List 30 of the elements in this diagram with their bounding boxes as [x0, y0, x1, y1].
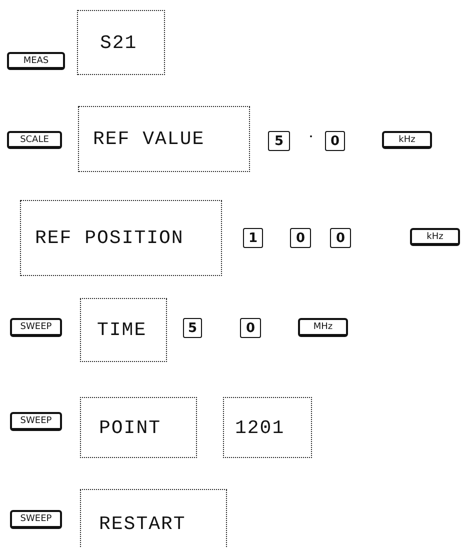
- function-key: kHz: [382, 131, 432, 149]
- softkey-label: 1201: [235, 416, 285, 438]
- dotted-box: [80, 298, 167, 362]
- function-key: kHz: [410, 228, 460, 246]
- dotted-box: [80, 397, 197, 458]
- decimal-point-key: .: [309, 124, 313, 142]
- function-key: SWEEP: [10, 318, 62, 337]
- function-key: MEAS: [7, 52, 65, 70]
- softkey-label: TIME: [97, 319, 147, 341]
- dotted-box: [78, 106, 250, 172]
- softkey-label: RESTART: [99, 513, 186, 535]
- dotted-box: [223, 397, 312, 458]
- dotted-box: [20, 200, 222, 276]
- function-key: SWEEP: [10, 412, 62, 431]
- number-key: 5: [268, 131, 290, 151]
- dotted-box: [80, 489, 227, 548]
- softkey-label: REF POSITION: [35, 227, 184, 249]
- softkey-label: POINT: [99, 416, 162, 438]
- dotted-box: [77, 10, 165, 75]
- number-key: 5: [183, 318, 202, 338]
- function-key: SWEEP: [10, 510, 62, 529]
- number-key: 1: [243, 228, 263, 248]
- function-key: MHz: [298, 318, 348, 337]
- softkey-label: S21: [100, 32, 138, 54]
- number-key: 0: [290, 228, 311, 248]
- number-key: 0: [240, 318, 261, 338]
- softkey-label: REF VALUE: [93, 128, 205, 150]
- number-key: 0: [330, 228, 351, 248]
- number-key: 0: [325, 131, 345, 151]
- function-key: SCALE: [7, 131, 62, 149]
